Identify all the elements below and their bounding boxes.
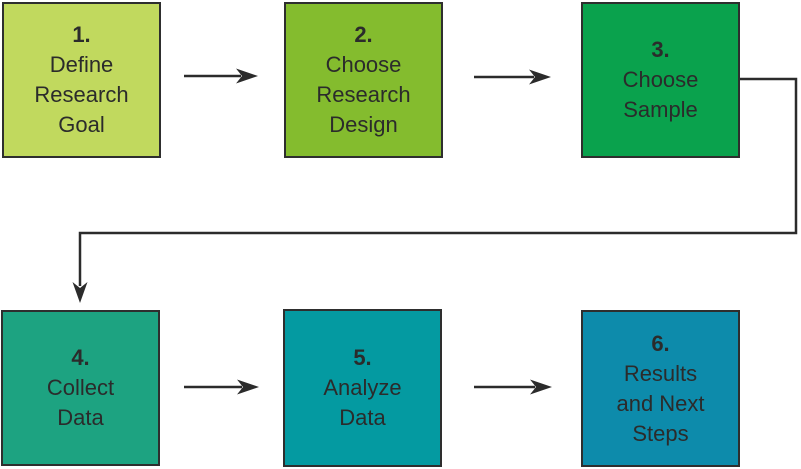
arrow-step2-to-step3	[474, 69, 551, 85]
arrow-step5-to-step6	[474, 379, 552, 395]
step-1-number: 1.	[72, 22, 91, 47]
step-2-label: Choose Research Design	[316, 52, 411, 137]
step-box-5: 5. Analyze Data	[283, 309, 442, 467]
step-4-number: 4.	[71, 345, 90, 370]
step-3-number: 3.	[651, 37, 670, 62]
step-box-3: 3. Choose Sample	[581, 2, 740, 158]
step-2-number: 2.	[354, 22, 373, 47]
step-6-number: 6.	[651, 330, 670, 356]
step-6-label: Results and Next Steps	[616, 360, 705, 446]
step-box-4: 4. Collect Data	[1, 310, 160, 466]
step-5-number: 5.	[353, 345, 372, 370]
step-4-label: Collect Data	[46, 375, 115, 430]
arrow-step1-to-step2	[184, 68, 258, 84]
step-3-label: Choose Sample	[622, 67, 699, 122]
step-5-label: Analyze Data	[323, 375, 402, 430]
step-box-2: 2. Choose Research Design	[284, 2, 443, 158]
connector-step3-to-step4	[72, 77, 798, 303]
step-box-6: 6. Results and Next Steps	[581, 310, 740, 467]
step-1-label: Define Research Goal	[34, 52, 129, 137]
arrow-step4-to-step5	[184, 379, 259, 395]
step-box-1: 1. Define Research Goal	[2, 2, 161, 158]
